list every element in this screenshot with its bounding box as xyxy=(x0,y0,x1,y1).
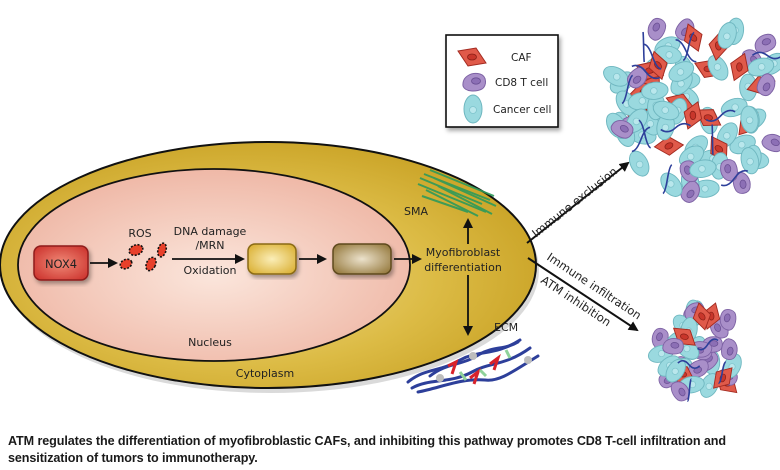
immune-exclusion-label: Immune exclusion xyxy=(529,164,620,240)
legend-label-cancer: Cancer cell xyxy=(493,104,551,116)
myofibroblast-label-line1: Myofibroblast xyxy=(426,246,501,259)
ecm-fiber xyxy=(711,124,714,155)
legend-label-cd8: CD8 T cell xyxy=(495,77,548,89)
legend-label-caf: CAF xyxy=(511,52,532,64)
sma-label: SMA xyxy=(404,205,428,218)
nox4-box xyxy=(33,245,89,281)
ecm-fiber xyxy=(705,109,736,122)
dna-damage-label: DNA damage xyxy=(174,225,247,238)
cancer-cell-icon xyxy=(463,94,483,124)
ecm-fiber xyxy=(682,31,695,62)
legend: CAF CD8 T cell Cancer cell xyxy=(445,34,559,128)
ros-label: ROS xyxy=(128,227,151,240)
nucleus-membrane xyxy=(17,168,411,362)
oxidation-label: Oxidation xyxy=(183,264,236,277)
myofibroblast-label-line2: differentiation xyxy=(424,261,502,274)
immune-exclusion-arrow xyxy=(526,161,630,244)
ecm-fiber xyxy=(631,64,661,80)
ros-particles-icon xyxy=(119,242,168,272)
ecm-fiber xyxy=(662,164,673,195)
ecm-fiber xyxy=(697,338,719,351)
tumor-immune-infiltrated xyxy=(645,298,746,405)
pathway-box-yellow xyxy=(247,243,297,275)
cd8-t-cell-icon xyxy=(759,130,780,156)
ecm-label: ECM xyxy=(494,321,518,334)
ecm-fiber xyxy=(751,51,780,60)
ecm-fiber xyxy=(677,359,701,369)
pathway-box-khaki xyxy=(332,243,392,275)
ecm-fiber xyxy=(675,39,697,63)
cancer-cell-icon xyxy=(625,147,654,180)
nucleus-label: Nucleus xyxy=(188,336,232,349)
figure-caption: ATM regulates the differentiation of myo… xyxy=(8,434,726,465)
ecm-crosslinks xyxy=(436,349,532,385)
ecm-fiber xyxy=(686,378,693,402)
sma-fibers xyxy=(417,169,497,217)
ecm-fiber xyxy=(642,31,646,63)
tumor-immune-excluded xyxy=(599,15,780,206)
ecm-fiber xyxy=(638,119,652,149)
cd8-t-cell-icon xyxy=(751,31,779,56)
ecm-fiber xyxy=(720,169,749,187)
ecm-fiber xyxy=(643,43,662,70)
ecm-fiber xyxy=(621,74,634,105)
cytoplasm-label: Cytoplasm xyxy=(236,367,294,380)
ecm-fibers-icon xyxy=(406,338,540,394)
ecm-fiber xyxy=(718,361,727,384)
immune-infiltration-arrow xyxy=(527,257,639,332)
nox4-label: NOX4 xyxy=(45,257,77,271)
ecm-fiber xyxy=(660,122,691,133)
ecm-fiber xyxy=(631,126,651,153)
mrn-label: /MRN xyxy=(195,239,224,252)
